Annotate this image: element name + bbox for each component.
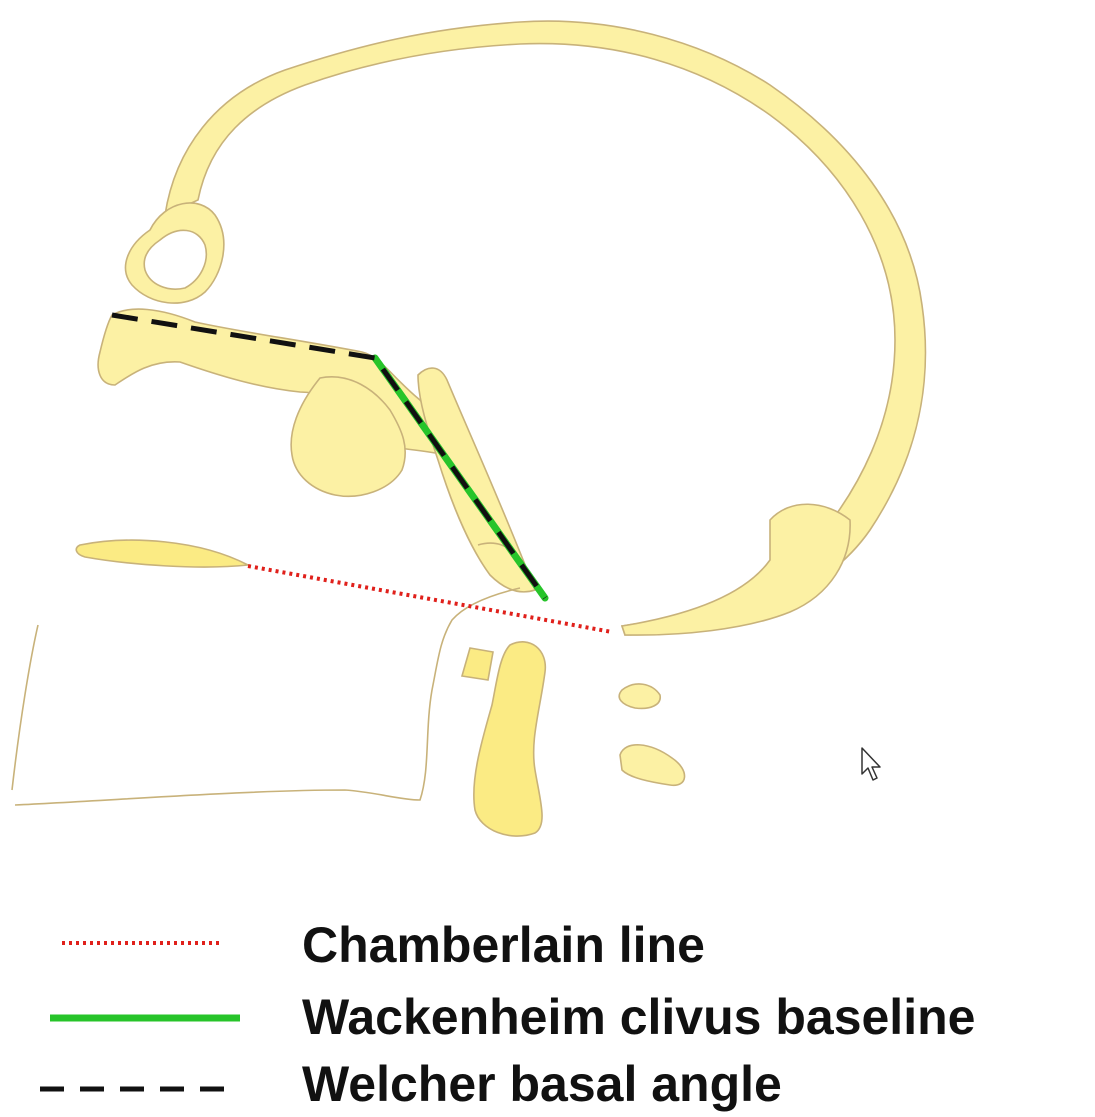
hard-palate: [76, 540, 248, 567]
occipital-bone: [622, 504, 850, 635]
chamberlain-line: [248, 566, 612, 632]
c1-anterior-arch: [462, 648, 493, 680]
mandible-outline: [12, 588, 520, 805]
c1-posterior-arch: [619, 684, 660, 708]
legend: Chamberlain line Wackenheim clivus basel…: [40, 917, 975, 1112]
legend-label-chamberlain: Chamberlain line: [302, 917, 705, 973]
orbit: [126, 203, 224, 303]
legend-item-chamberlain: Chamberlain line: [62, 917, 705, 973]
legend-item-welcher: Welcher basal angle: [40, 1056, 782, 1112]
mouse-cursor-icon: [862, 748, 880, 780]
c2-spinous-process: [620, 745, 685, 786]
legend-item-wackenheim: Wackenheim clivus baseline: [50, 989, 975, 1045]
legend-label-wackenheim: Wackenheim clivus baseline: [302, 989, 975, 1045]
legend-label-welcher: Welcher basal angle: [302, 1056, 782, 1112]
